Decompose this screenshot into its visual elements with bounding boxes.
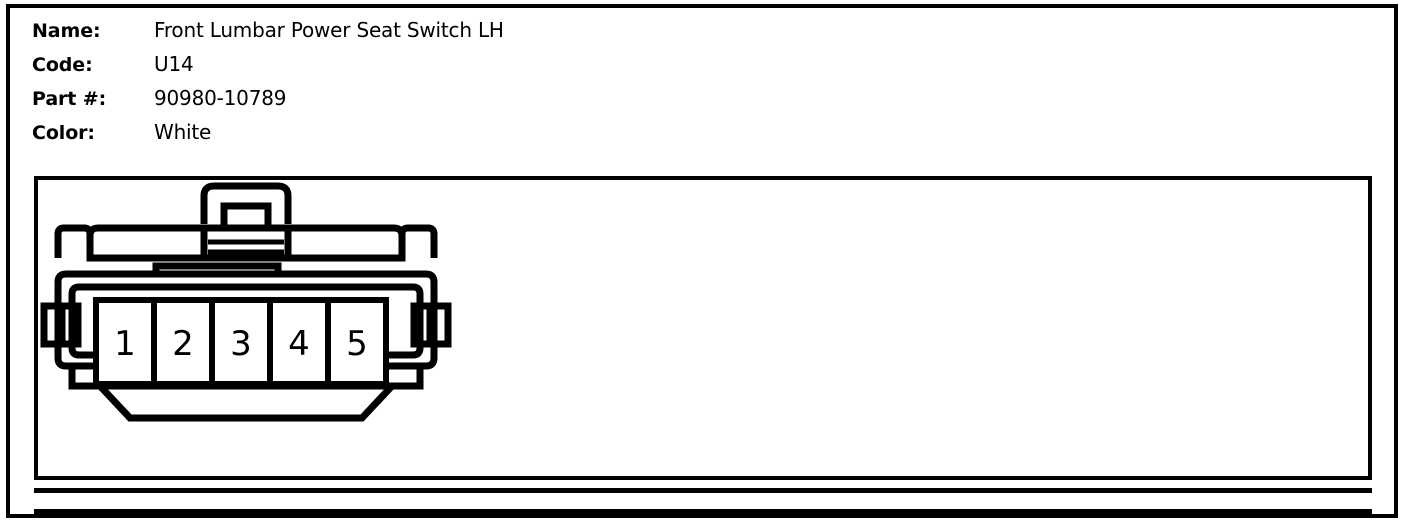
spec-row-code: Code: U14 [32,52,932,86]
pin-cell-3 [209,297,273,387]
left-side-lock-tab-icon [40,302,64,348]
pin-cell-4 [267,297,331,387]
bottom-skirt-trapezoid-icon [97,383,395,422]
spec-label-name: Name: [32,20,101,42]
spec-label-color: Color: [32,122,95,144]
spec-value-color: White [154,120,212,144]
connector-information-card: Name: Front Lumbar Power Seat Switch LH … [6,4,1398,518]
top-latch-outer-icon [200,182,292,224]
pin-label-2: 2 [172,324,194,364]
inner-body-shell-icon [68,283,424,359]
connector-illustration: 1 2 3 4 5 [40,182,452,422]
pin-label-5: 5 [346,324,368,364]
right-side-lock-tab-icon [428,302,452,348]
pin-label-3: 3 [230,324,252,364]
spec-label-code: Code: [32,54,93,76]
spec-row-part-number: Part #: 90980-10789 [32,86,932,120]
spec-value-code: U14 [154,52,194,76]
spec-value-part-number: 90980-10789 [154,86,287,110]
left-side-lock-tab-inner-icon [58,302,82,348]
pin-label-4: 4 [288,324,310,364]
spec-value-name: Front Lumbar Power Seat Switch LH [154,18,504,42]
footer-strip [34,488,1372,514]
left-wing-tab-icon [54,224,94,258]
pin-label-1: 1 [114,324,136,364]
pin-grid: 1 2 3 4 5 [93,297,389,387]
spec-row-color: Color: White [32,120,932,154]
upper-shoulder-block-icon [86,224,406,262]
specification-table: Name: Front Lumbar Power Seat Switch LH … [32,18,932,154]
right-wing-tab-icon [398,224,438,258]
pin-cell-5 [325,297,389,387]
top-latch-inner-icon [220,202,272,228]
pin-cell-2 [151,297,215,387]
connector-diagram-frame: 1 2 3 4 5 [34,176,1372,480]
spec-row-name: Name: Front Lumbar Power Seat Switch LH [32,18,932,52]
spec-label-part-number: Part #: [32,88,107,110]
